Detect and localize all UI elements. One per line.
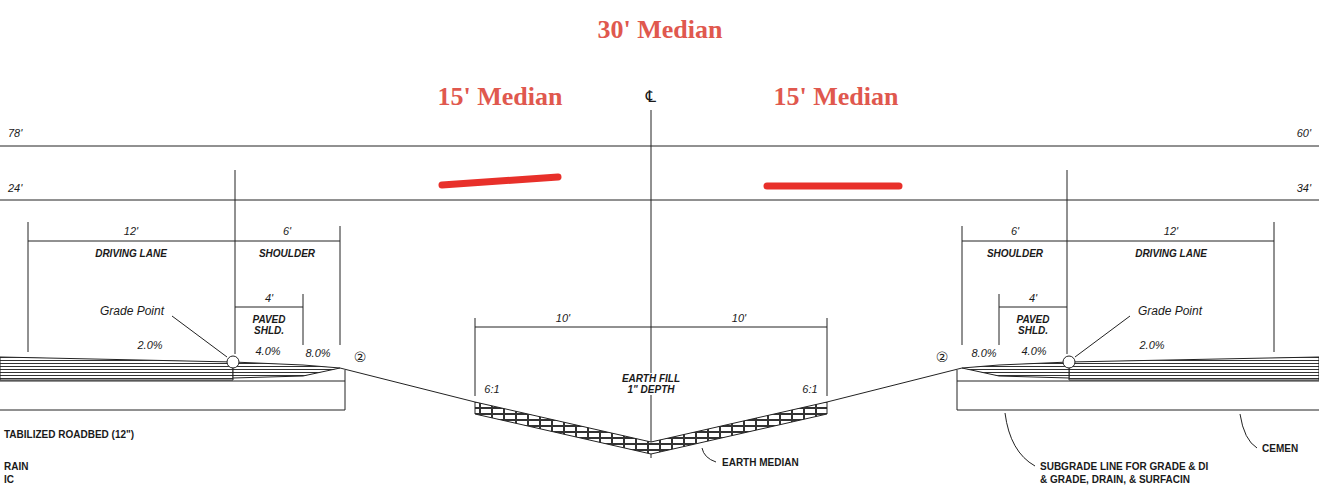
part-name: DRIVING LANE <box>1135 248 1207 259</box>
slope: 2.0% <box>137 339 162 351</box>
part-name: DRIVING LANE <box>95 248 167 259</box>
dimension: 60' <box>1297 127 1311 139</box>
dimension: 10' <box>556 312 570 324</box>
slope: 8.0% <box>971 347 996 359</box>
dimension: 6' <box>283 225 291 237</box>
dimension: 78' <box>8 127 22 139</box>
dimension: 12' <box>1164 225 1178 237</box>
part-name: SHOULDER <box>987 248 1043 259</box>
dimension: 10' <box>732 312 746 324</box>
note: Grade Point <box>1138 305 1202 318</box>
slope: 4.0% <box>255 345 280 357</box>
median-label: 15' Median <box>774 83 899 112</box>
slope: 6:1 <box>484 383 499 395</box>
callout-number: ② <box>936 350 949 365</box>
dimension: 12' <box>124 225 138 237</box>
dimension: 34' <box>1297 182 1311 194</box>
slope: 2.0% <box>1139 339 1164 351</box>
dimension: 4' <box>1029 292 1037 304</box>
note: RAIN <box>4 461 28 472</box>
dimension: 4' <box>265 292 273 304</box>
note: Grade Point <box>100 305 164 318</box>
slope: 8.0% <box>305 347 330 359</box>
part-name: PAVED SHLD. <box>1011 314 1055 336</box>
part-name: EARTH FILL 1" DEPTH <box>614 373 688 395</box>
part-name: PAVED SHLD. <box>247 314 291 336</box>
part-name: SHOULDER <box>259 248 315 259</box>
callout-number: ② <box>354 350 367 365</box>
note: TABILIZED ROADBED (12") <box>4 429 134 440</box>
note: CEMEN <box>1262 443 1298 454</box>
centerline-symbol: ℄ <box>646 88 656 106</box>
note: SUBGRADE LINE FOR GRADE & DI <box>1040 461 1208 472</box>
note: & GRADE, DRAIN, & SURFACIN <box>1040 474 1190 485</box>
median-label: 15' Median <box>438 83 563 112</box>
slope: 6:1 <box>802 383 817 395</box>
slope: 4.0% <box>1021 345 1046 357</box>
part-name: EARTH MEDIAN <box>722 457 799 468</box>
dimension: 24' <box>8 182 22 194</box>
title: 30' Median <box>598 16 723 45</box>
note: IC <box>4 474 14 485</box>
dimension: 6' <box>1011 225 1019 237</box>
